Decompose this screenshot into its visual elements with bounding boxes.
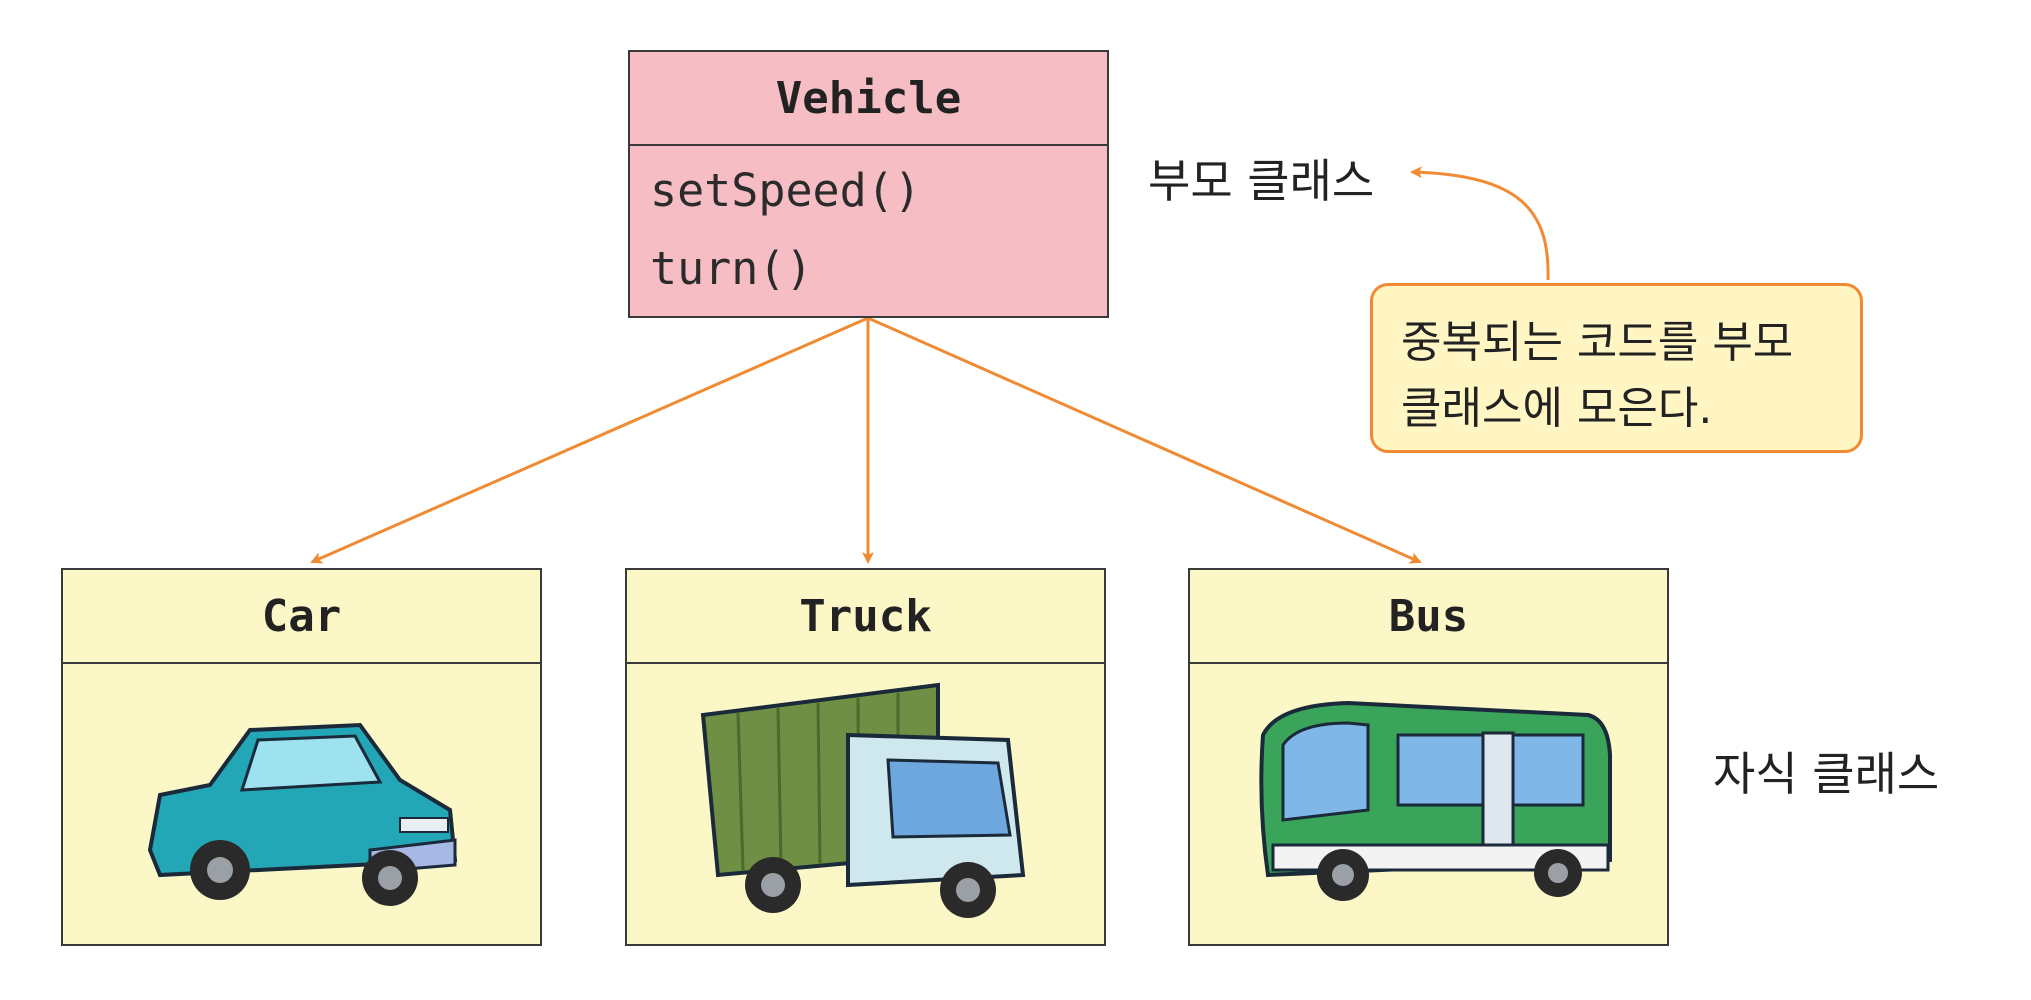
arrow-note-to-parent-label	[1410, 166, 1550, 281]
parent-class-box: Vehicle setSpeed() turn()	[628, 50, 1109, 318]
note-line-2: 클래스에 모은다.	[1401, 383, 1713, 434]
parent-class-name: Vehicle	[630, 52, 1107, 146]
child-class-name: Car	[63, 570, 540, 664]
method-turn: turn()	[650, 242, 813, 295]
arrow-to-car	[310, 316, 869, 564]
car-illustration	[147, 722, 458, 906]
parent-class-label: 부모 클래스	[1148, 154, 1375, 208]
method-setspeed: setSpeed()	[650, 164, 921, 217]
child-class-name: Bus	[1190, 570, 1667, 664]
note-line-1: 중복되는 코드를 부모	[1401, 317, 1794, 368]
arrow-to-bus	[867, 316, 1422, 564]
child-class-name: Truck	[627, 570, 1104, 664]
child-class-label: 자식 클래스	[1713, 747, 1940, 801]
note-box: 중복되는 코드를 부모 클래스에 모은다.	[1370, 283, 1863, 453]
bus-illustration	[1259, 700, 1612, 901]
parent-methods: setSpeed() turn()	[630, 146, 1107, 316]
truck-illustration	[700, 682, 1026, 918]
